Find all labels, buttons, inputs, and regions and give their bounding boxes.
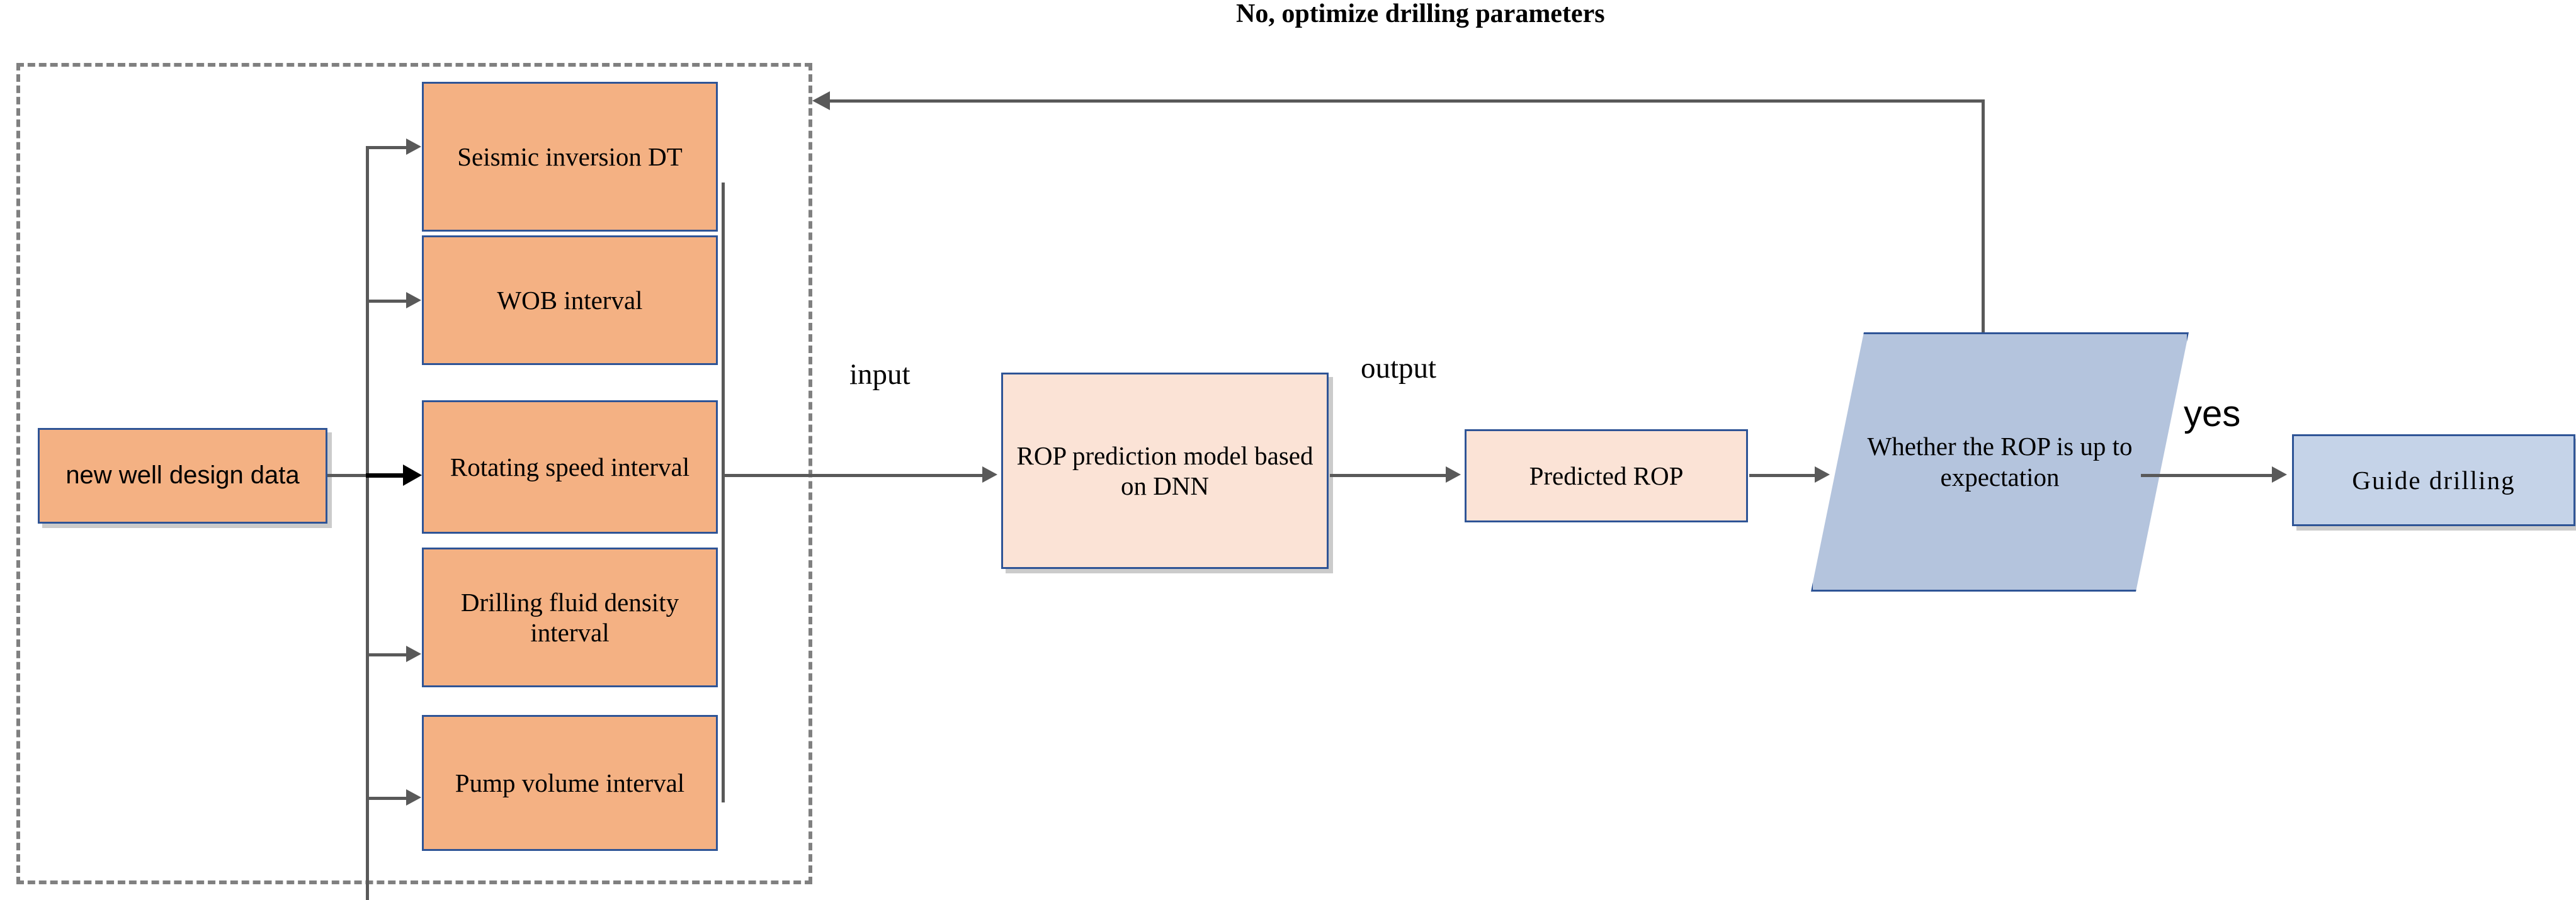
fanout-branch-3 bbox=[366, 473, 416, 478]
fanout-spine bbox=[366, 146, 369, 900]
node-rotating-speed-interval[interactable]: Rotating speed interval bbox=[422, 400, 718, 534]
fanout-arrowhead-1 bbox=[406, 138, 421, 155]
node-rop-prediction-model[interactable]: ROP prediction model based on DNN bbox=[1001, 373, 1329, 569]
fanout-arrowhead-3 bbox=[403, 464, 422, 486]
fanout-branch-4 bbox=[366, 653, 410, 656]
edge-model-to-prediction bbox=[1330, 474, 1450, 477]
node-label: ROP prediction model based on DNN bbox=[1016, 441, 1314, 500]
decision-shape-fill bbox=[1811, 332, 2189, 592]
node-drilling-fluid-density-interval[interactable]: Drilling fluid density interval bbox=[422, 548, 718, 687]
fanout-arrowhead-4 bbox=[406, 646, 421, 662]
feedback-horizontal-segment bbox=[830, 99, 1985, 103]
edge-output-arrowhead bbox=[1446, 466, 1461, 483]
fanin-spine bbox=[722, 183, 725, 802]
edge-label-input: input bbox=[849, 358, 911, 391]
node-label: WOB interval bbox=[497, 285, 643, 315]
feedback-arrowhead bbox=[812, 91, 830, 110]
node-decision-rop-expectation[interactable]: Whether the ROP is up to expectation bbox=[1811, 332, 2189, 592]
node-predicted-rop[interactable]: Predicted ROP bbox=[1465, 429, 1748, 522]
fanout-branch-2 bbox=[366, 300, 410, 303]
edge-input-to-model bbox=[722, 474, 986, 477]
feedback-vertical-segment bbox=[1982, 99, 1985, 334]
edge-label-output: output bbox=[1361, 352, 1437, 385]
node-label: Seismic inversion DT bbox=[457, 142, 683, 171]
node-label: Whether the ROP is up to expectation bbox=[1867, 431, 2133, 492]
fanout-arrowhead-5 bbox=[406, 789, 421, 806]
fanout-branch-1 bbox=[366, 146, 410, 149]
node-label: Pump volume interval bbox=[455, 768, 685, 797]
edge-decision-arrowhead bbox=[1815, 466, 1830, 483]
node-wob-interval[interactable]: WOB interval bbox=[422, 235, 718, 365]
node-guide-drilling[interactable]: Guide drilling bbox=[2292, 434, 2575, 526]
node-label: Guide drilling bbox=[2352, 465, 2516, 495]
node-label: Rotating speed interval bbox=[450, 452, 690, 481]
edge-prediction-to-decision bbox=[1749, 474, 1819, 477]
edge-yes-arrowhead bbox=[2272, 466, 2287, 483]
node-new-well-design-data[interactable]: new well design data bbox=[38, 428, 327, 524]
node-seismic-inversion-dt[interactable]: Seismic inversion DT bbox=[422, 82, 718, 232]
edge-decision-to-terminal bbox=[2141, 474, 2277, 477]
node-label: Drilling fluid density interval bbox=[460, 587, 679, 647]
fanout-branch-5 bbox=[366, 797, 410, 800]
fanout-stem bbox=[327, 474, 368, 477]
node-pump-volume-interval[interactable]: Pump volume interval bbox=[422, 715, 718, 851]
fanout-arrowhead-2 bbox=[406, 292, 421, 308]
edge-input-arrowhead bbox=[982, 466, 997, 483]
edge-label-yes: yes bbox=[2184, 393, 2241, 434]
node-label: Predicted ROP bbox=[1529, 461, 1684, 490]
node-label: new well design data bbox=[65, 461, 300, 490]
edge-label-no: No, optimize drilling parameters bbox=[1236, 0, 1605, 28]
input-data-group-boundary bbox=[16, 63, 812, 884]
